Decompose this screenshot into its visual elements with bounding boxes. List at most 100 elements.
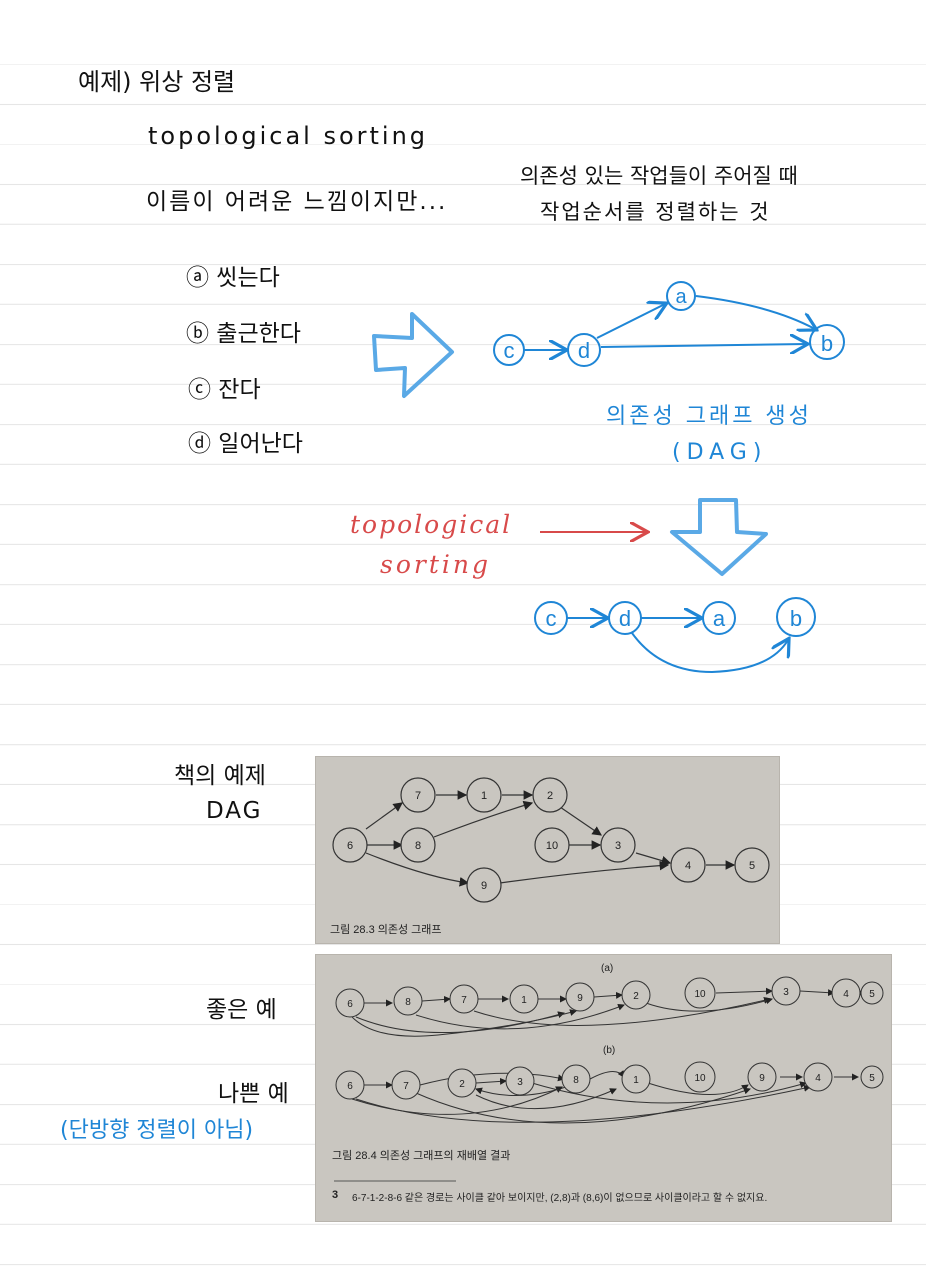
fig284b-node-4 [803, 1062, 833, 1092]
figure-28-3-caption: 그림 28.3 의존성 그래프 [330, 924, 442, 936]
figure-28-4-photo: 6 8 7 1 9 2 10 3 4 5 [315, 954, 892, 1222]
svg-text:5: 5 [749, 860, 755, 872]
fig283-node-7 [400, 777, 436, 813]
fig283-node-2 [532, 777, 568, 813]
svg-text:10: 10 [546, 840, 558, 852]
big-down-arrow-icon [670, 498, 768, 576]
dependency-graph: c d a b [493, 281, 845, 367]
svg-text:8: 8 [415, 840, 421, 852]
svg-text:10: 10 [694, 989, 706, 1000]
svg-text:4: 4 [843, 989, 849, 1000]
dep-edge-d-b [600, 344, 806, 347]
bad-example-label: 나쁜 예 [218, 1081, 289, 1107]
svg-text:6: 6 [347, 1081, 353, 1092]
svg-text:2: 2 [459, 1079, 465, 1090]
svg-text:7: 7 [461, 995, 467, 1006]
fig283-node-4 [670, 847, 706, 883]
fig284b-node-10 [684, 1061, 716, 1093]
subtitle-en: topological sorting [148, 122, 429, 150]
sorted-graph: c d a b [534, 597, 816, 674]
fig284b-node-8 [561, 1064, 591, 1094]
good-example-label: 좋은 예 [206, 997, 277, 1023]
figure-28-4-label-a: (a) [601, 963, 614, 974]
sorted-node-b [776, 597, 816, 637]
page-title: 예제) 위상 정렬 [78, 68, 236, 96]
svg-text:4: 4 [815, 1073, 821, 1084]
fig283-node-6 [332, 827, 368, 863]
sorting-label-line1: topological [350, 510, 513, 539]
fig284a-node-2 [621, 980, 651, 1010]
footnote-number: 3 [332, 1189, 339, 1201]
dep-graph-dag-label: (DAG) [672, 440, 768, 465]
figure-28-4-caption: 그림 28.4 의존성 그래프의 재배열 결과 [332, 1150, 511, 1162]
svg-text:3: 3 [783, 987, 789, 998]
fig283-node-8 [400, 827, 436, 863]
svg-text:1: 1 [521, 995, 527, 1006]
fig284b-node-7 [391, 1070, 421, 1100]
intro-right-line2: 작업순서를 정렬하는 것 [540, 200, 771, 224]
handwritten-diagrams: c d a b c d a b [372, 281, 845, 674]
svg-text:5: 5 [869, 1073, 875, 1084]
fig283-node-10 [534, 827, 570, 863]
svg-text:2: 2 [547, 790, 553, 802]
svg-text:8: 8 [405, 997, 411, 1008]
fig284a-node-8 [393, 986, 423, 1016]
svg-text:1: 1 [481, 790, 487, 802]
task-b: ⓑ 출근한다 [186, 321, 301, 347]
svg-text:a: a [675, 286, 687, 308]
svg-text:d: d [578, 338, 590, 363]
fig284a-node-3 [771, 976, 801, 1006]
task-c: ⓒ 잔다 [188, 377, 261, 403]
intro-left: 이름이 어려운 느낌이지만... [146, 189, 448, 215]
fig284b-node-2 [447, 1068, 477, 1098]
book-example-label: 책의 예제 [174, 763, 266, 789]
dep-edge-a-b [695, 295, 815, 329]
svg-text:9: 9 [577, 993, 583, 1004]
book-example-dag: DAG [206, 798, 263, 824]
fig284b-node-6 [335, 1070, 365, 1100]
svg-text:4: 4 [685, 860, 691, 872]
svg-text:2: 2 [633, 991, 639, 1002]
dep-graph-label: 의존성 그래프 생성 [606, 404, 812, 429]
bad-example-note: (단방향 정렬이 아님) [60, 1118, 254, 1143]
svg-text:9: 9 [481, 880, 487, 892]
big-right-arrow-icon [372, 312, 454, 398]
svg-text:d: d [619, 606, 631, 631]
fig284b-node-1 [621, 1064, 651, 1094]
svg-text:8: 8 [573, 1075, 579, 1086]
fig284a-node-6 [335, 988, 365, 1018]
intro-right-line1: 의존성 있는 작업들이 주어질 때 [520, 164, 798, 188]
sorted-edge-d-b [631, 632, 788, 674]
figure-28-3-photo: 7 1 2 6 8 10 3 4 5 9 그림 28.3 의존성 그래프 [315, 756, 780, 944]
task-d: ⓓ 일어난다 [188, 431, 303, 457]
fig284a-node-7 [449, 984, 479, 1014]
svg-text:10: 10 [694, 1073, 706, 1084]
figure-28-4-graphs: 6 8 7 1 9 2 10 3 4 5 [334, 976, 884, 1182]
fig283-node-9 [466, 867, 502, 903]
fig284a-node-9 [565, 982, 595, 1012]
fig284a-node-1 [509, 984, 539, 1014]
dep-edge-d-a [596, 304, 665, 339]
footnote-text: 6-7-1-2-8-6 같은 경로는 사이클 같아 보이지만, (2,8)과 (… [352, 1193, 768, 1204]
fig283-node-3 [600, 827, 636, 863]
svg-text:b: b [821, 331, 833, 356]
svg-text:3: 3 [517, 1077, 523, 1088]
fig283-node-5 [734, 847, 770, 883]
fig283-node-1 [466, 777, 502, 813]
svg-text:7: 7 [403, 1081, 409, 1092]
task-a: ⓐ 씻는다 [186, 265, 280, 291]
fig284a-node-5 [860, 981, 884, 1005]
figure-28-4-label-b: (b) [603, 1045, 616, 1056]
figure-28-3-graph: 7 1 2 6 8 10 3 4 5 9 [332, 777, 770, 903]
svg-text:5: 5 [869, 989, 875, 1000]
fig284a-node-10 [684, 977, 716, 1009]
svg-text:c: c [546, 606, 557, 631]
fig284b-node-9 [747, 1062, 777, 1092]
svg-text:6: 6 [347, 840, 353, 852]
dep-node-a [666, 281, 696, 311]
svg-text:9: 9 [759, 1073, 765, 1084]
svg-text:6: 6 [347, 999, 353, 1010]
fig284a-node-4 [831, 978, 861, 1008]
svg-text:7: 7 [415, 790, 421, 802]
sorting-label-line2: sorting [380, 550, 491, 579]
